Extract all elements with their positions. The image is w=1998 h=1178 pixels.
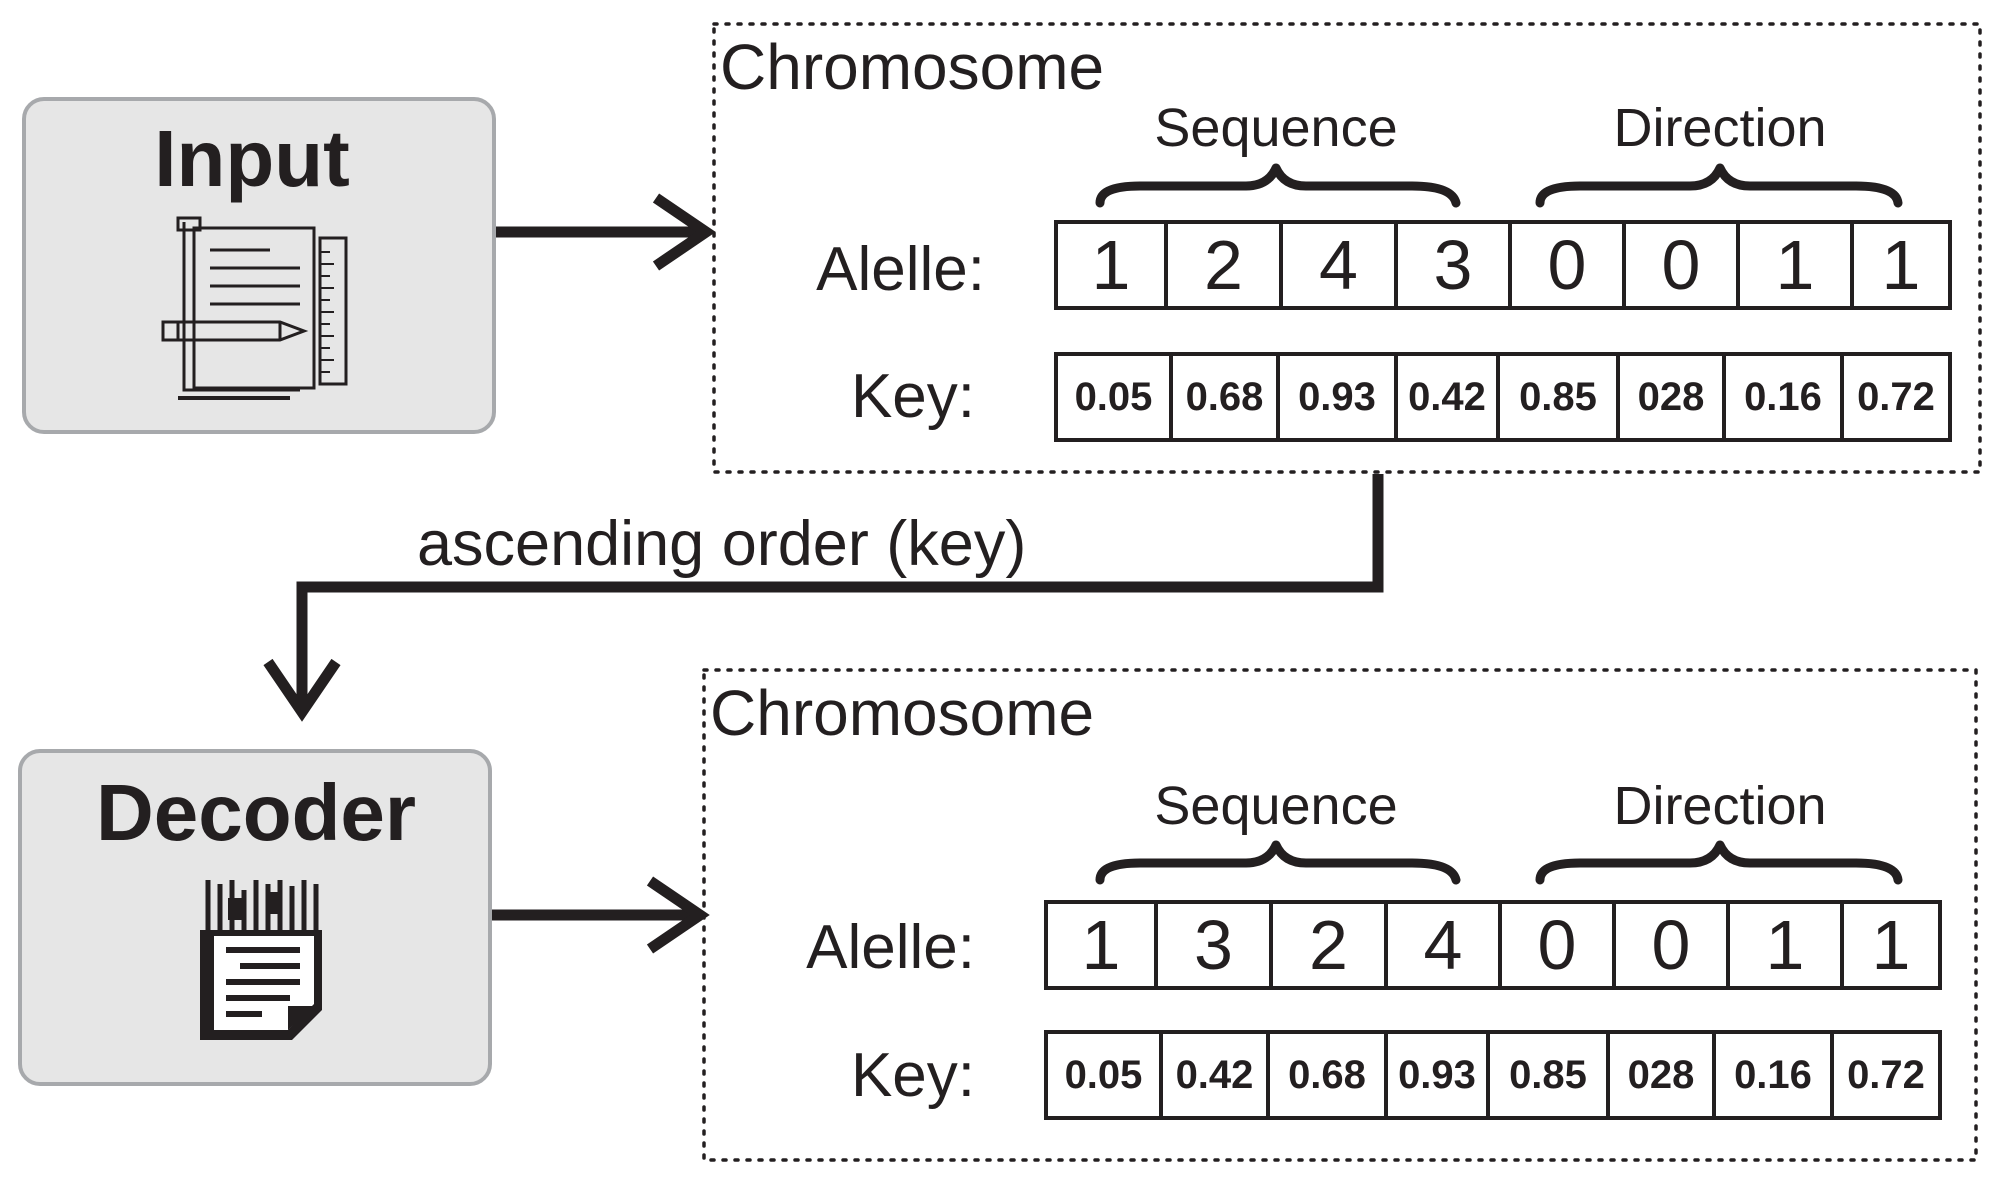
decoder-chip-document-icon: [200, 880, 322, 1040]
allele-value: 3: [1434, 226, 1473, 304]
key-value: 0.16: [1734, 1053, 1812, 1097]
sequence-group-label: Sequence: [1154, 98, 1397, 158]
ascending-order-label: ascending order (key): [417, 509, 1026, 579]
sequence-brace: [1095, 840, 1461, 885]
key-value: 0.42: [1176, 1053, 1254, 1097]
key-value: 0.05: [1075, 375, 1153, 419]
key-label: Key:: [851, 362, 975, 431]
allele-value: 3: [1194, 906, 1233, 984]
direction-group-label: Direction: [1613, 98, 1826, 158]
key-value: 0.85: [1509, 1053, 1587, 1097]
allele-label: Alelle:: [816, 235, 985, 304]
key-value: 0.16: [1744, 375, 1822, 419]
key-value: 0.93: [1298, 375, 1376, 419]
key-cells: 0.05 0.68 0.93 0.42 0.85 028 0.16 0.72: [1075, 354, 1935, 440]
direction-brace: [1535, 840, 1903, 885]
allele-value: 1: [1082, 906, 1121, 984]
allele-row: [1054, 220, 1952, 310]
decoder-to-chromosome-arrow: [492, 876, 710, 954]
chromosome-title: Chromosome: [720, 31, 1104, 103]
key-value: 0.42: [1408, 375, 1486, 419]
allele-value: 0: [1652, 906, 1691, 984]
allele-value: 1: [1776, 226, 1815, 304]
key-value: 028: [1628, 1053, 1695, 1097]
chromosome-panel: Chromosome Sequence Direction Alelle: Ke…: [712, 22, 1982, 474]
allele-value: 0: [1662, 226, 1701, 304]
key-row: [1044, 1030, 1942, 1120]
allele-value: 1: [1766, 906, 1805, 984]
key-value: 0.72: [1857, 375, 1935, 419]
allele-value: 1: [1092, 226, 1131, 304]
input-label: Input: [154, 114, 349, 203]
key-value: 0.68: [1186, 375, 1264, 419]
sequence-group-label: Sequence: [1154, 776, 1397, 836]
key-value: 0.05: [1065, 1053, 1143, 1097]
direction-brace: [1535, 163, 1903, 208]
key-value: 028: [1638, 375, 1705, 419]
allele-value: 2: [1204, 226, 1243, 304]
ascending-order-arrow: [263, 474, 1384, 722]
allele-value: 1: [1882, 226, 1921, 304]
allele-value: 0: [1548, 226, 1587, 304]
key-label: Key:: [851, 1041, 975, 1110]
allele-row: [1044, 900, 1942, 990]
allele-value: 0: [1538, 906, 1577, 984]
allele-value: 4: [1424, 906, 1463, 984]
document-pencil-ruler-icon: [161, 216, 348, 400]
key-value: 0.93: [1398, 1053, 1476, 1097]
chromosome-title: Chromosome: [710, 677, 1094, 749]
key-value: 0.85: [1519, 375, 1597, 419]
sequence-brace: [1095, 163, 1461, 208]
allele-label: Alelle:: [806, 913, 975, 982]
allele-value: 4: [1319, 226, 1358, 304]
key-cells: 0.05 0.42 0.68 0.93 0.85 028 0.16 0.72: [1065, 1032, 1925, 1118]
input-box: Input: [22, 97, 496, 434]
direction-group-label: Direction: [1613, 776, 1826, 836]
decoder-box: Decoder: [18, 749, 492, 1086]
key-value: 0.72: [1847, 1053, 1925, 1097]
chromosome-panel: Chromosome Sequence Direction Alelle: Ke…: [702, 668, 1978, 1162]
allele-value: 2: [1309, 906, 1348, 984]
key-value: 0.68: [1288, 1053, 1366, 1097]
input-to-chromosome-arrow: [496, 193, 716, 271]
decoder-label: Decoder: [96, 768, 416, 857]
allele-value: 1: [1872, 906, 1911, 984]
key-row: [1054, 352, 1952, 442]
